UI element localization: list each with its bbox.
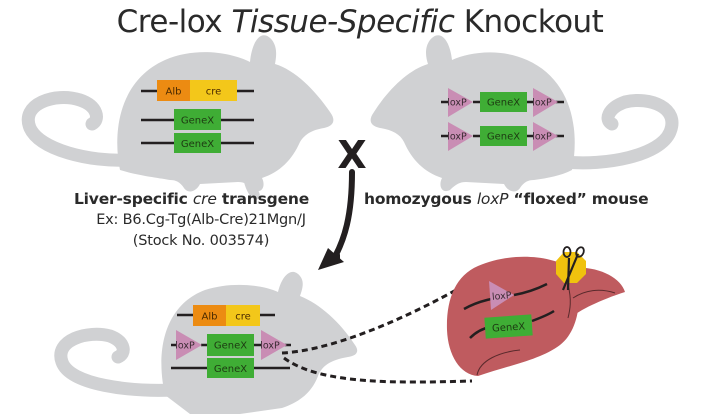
label-part: homozygous	[364, 190, 477, 208]
alb-label: Alb	[166, 87, 182, 98]
genex-label: GeneX	[492, 321, 526, 334]
alb-promoter	[157, 80, 190, 101]
label-italic: cre	[192, 190, 217, 208]
mouse-silhouette	[370, 35, 575, 192]
loxp-label: loxP	[492, 290, 513, 303]
offspring-floxed-allele: loxP GeneX loxP	[171, 330, 291, 360]
liver: loxP GeneX	[446, 256, 625, 376]
right-parent-mouse	[370, 35, 679, 192]
label-part: Liver-specific	[74, 190, 193, 208]
loxp-label: loxP	[532, 132, 552, 143]
left-parent-label: Liver-specific cre transgene	[74, 190, 309, 208]
cre-gene	[190, 80, 237, 101]
title-part-1: Cre-lox	[116, 4, 232, 40]
right-allele-2: loxP GeneX loxP	[441, 122, 564, 151]
loxp-site	[261, 330, 287, 360]
mouse-silhouette	[117, 35, 334, 192]
loxp-site	[489, 281, 514, 310]
genex-label: GeneX	[214, 341, 247, 352]
title-part-2: Tissue-Specific	[231, 4, 455, 40]
cre-label: cre	[206, 87, 222, 98]
mouse-tail	[558, 94, 679, 170]
left-parent-mouse	[21, 35, 334, 200]
genex-box	[207, 358, 254, 378]
genex-label: GeneX	[181, 116, 214, 127]
loxp-site	[448, 122, 473, 151]
loxp-label: loxP	[175, 341, 195, 352]
loxp-label: loxP	[447, 132, 467, 143]
loxp-site	[533, 88, 558, 117]
genex-box	[480, 126, 527, 146]
genex-box	[480, 92, 527, 112]
left-transgene: Alb cre	[141, 80, 254, 101]
genex-label: GeneX	[487, 98, 520, 109]
mouse-tail	[21, 91, 135, 167]
right-parent-label: homozygous loxP “floxed” mouse	[364, 190, 649, 208]
loxp-site	[448, 88, 473, 117]
genex-box	[207, 334, 254, 356]
loxp-label: loxP	[447, 98, 467, 109]
genex-box	[174, 133, 221, 153]
mouse-tail	[54, 327, 182, 397]
loxp-label: loxP	[532, 98, 552, 109]
right-allele-1: loxP GeneX loxP	[441, 88, 564, 117]
genex-box	[174, 109, 221, 130]
loxp-site	[533, 122, 558, 151]
label-part: “floxed” mouse	[508, 190, 649, 208]
loxp-site	[176, 330, 202, 360]
cre-label: cre	[235, 312, 251, 323]
alb-label: Alb	[202, 312, 218, 323]
loxp-label: loxP	[260, 341, 280, 352]
diagram-title: Cre-lox Tissue-Specific Knockout	[0, 4, 720, 40]
alb-promoter	[193, 305, 226, 326]
label-italic: loxP	[476, 190, 509, 208]
genex-label: GeneX	[214, 364, 247, 375]
left-allele-2: GeneX	[141, 133, 254, 153]
dashed-connector	[283, 356, 473, 384]
offspring-wt-allele: GeneX	[171, 358, 290, 378]
title-part-3: Knockout	[454, 4, 604, 40]
genex-label: GeneX	[181, 139, 214, 150]
left-parent-stock: (Stock No. 003574)	[132, 233, 270, 249]
dashed-connector	[281, 288, 457, 355]
left-allele-1: GeneX	[141, 109, 254, 130]
left-parent-strain: Ex: B6.Cg-Tg(Alb-Cre)21Mgn/J	[96, 212, 306, 228]
cre-gene	[226, 305, 260, 326]
label-part: transgene	[216, 190, 310, 208]
genex-box	[484, 314, 533, 339]
offspring-transgene: Alb cre	[177, 305, 275, 326]
scissors-icon	[556, 246, 586, 291]
arrow-icon	[318, 169, 355, 270]
genex-label: GeneX	[487, 132, 520, 143]
mouse-foot	[244, 178, 260, 200]
